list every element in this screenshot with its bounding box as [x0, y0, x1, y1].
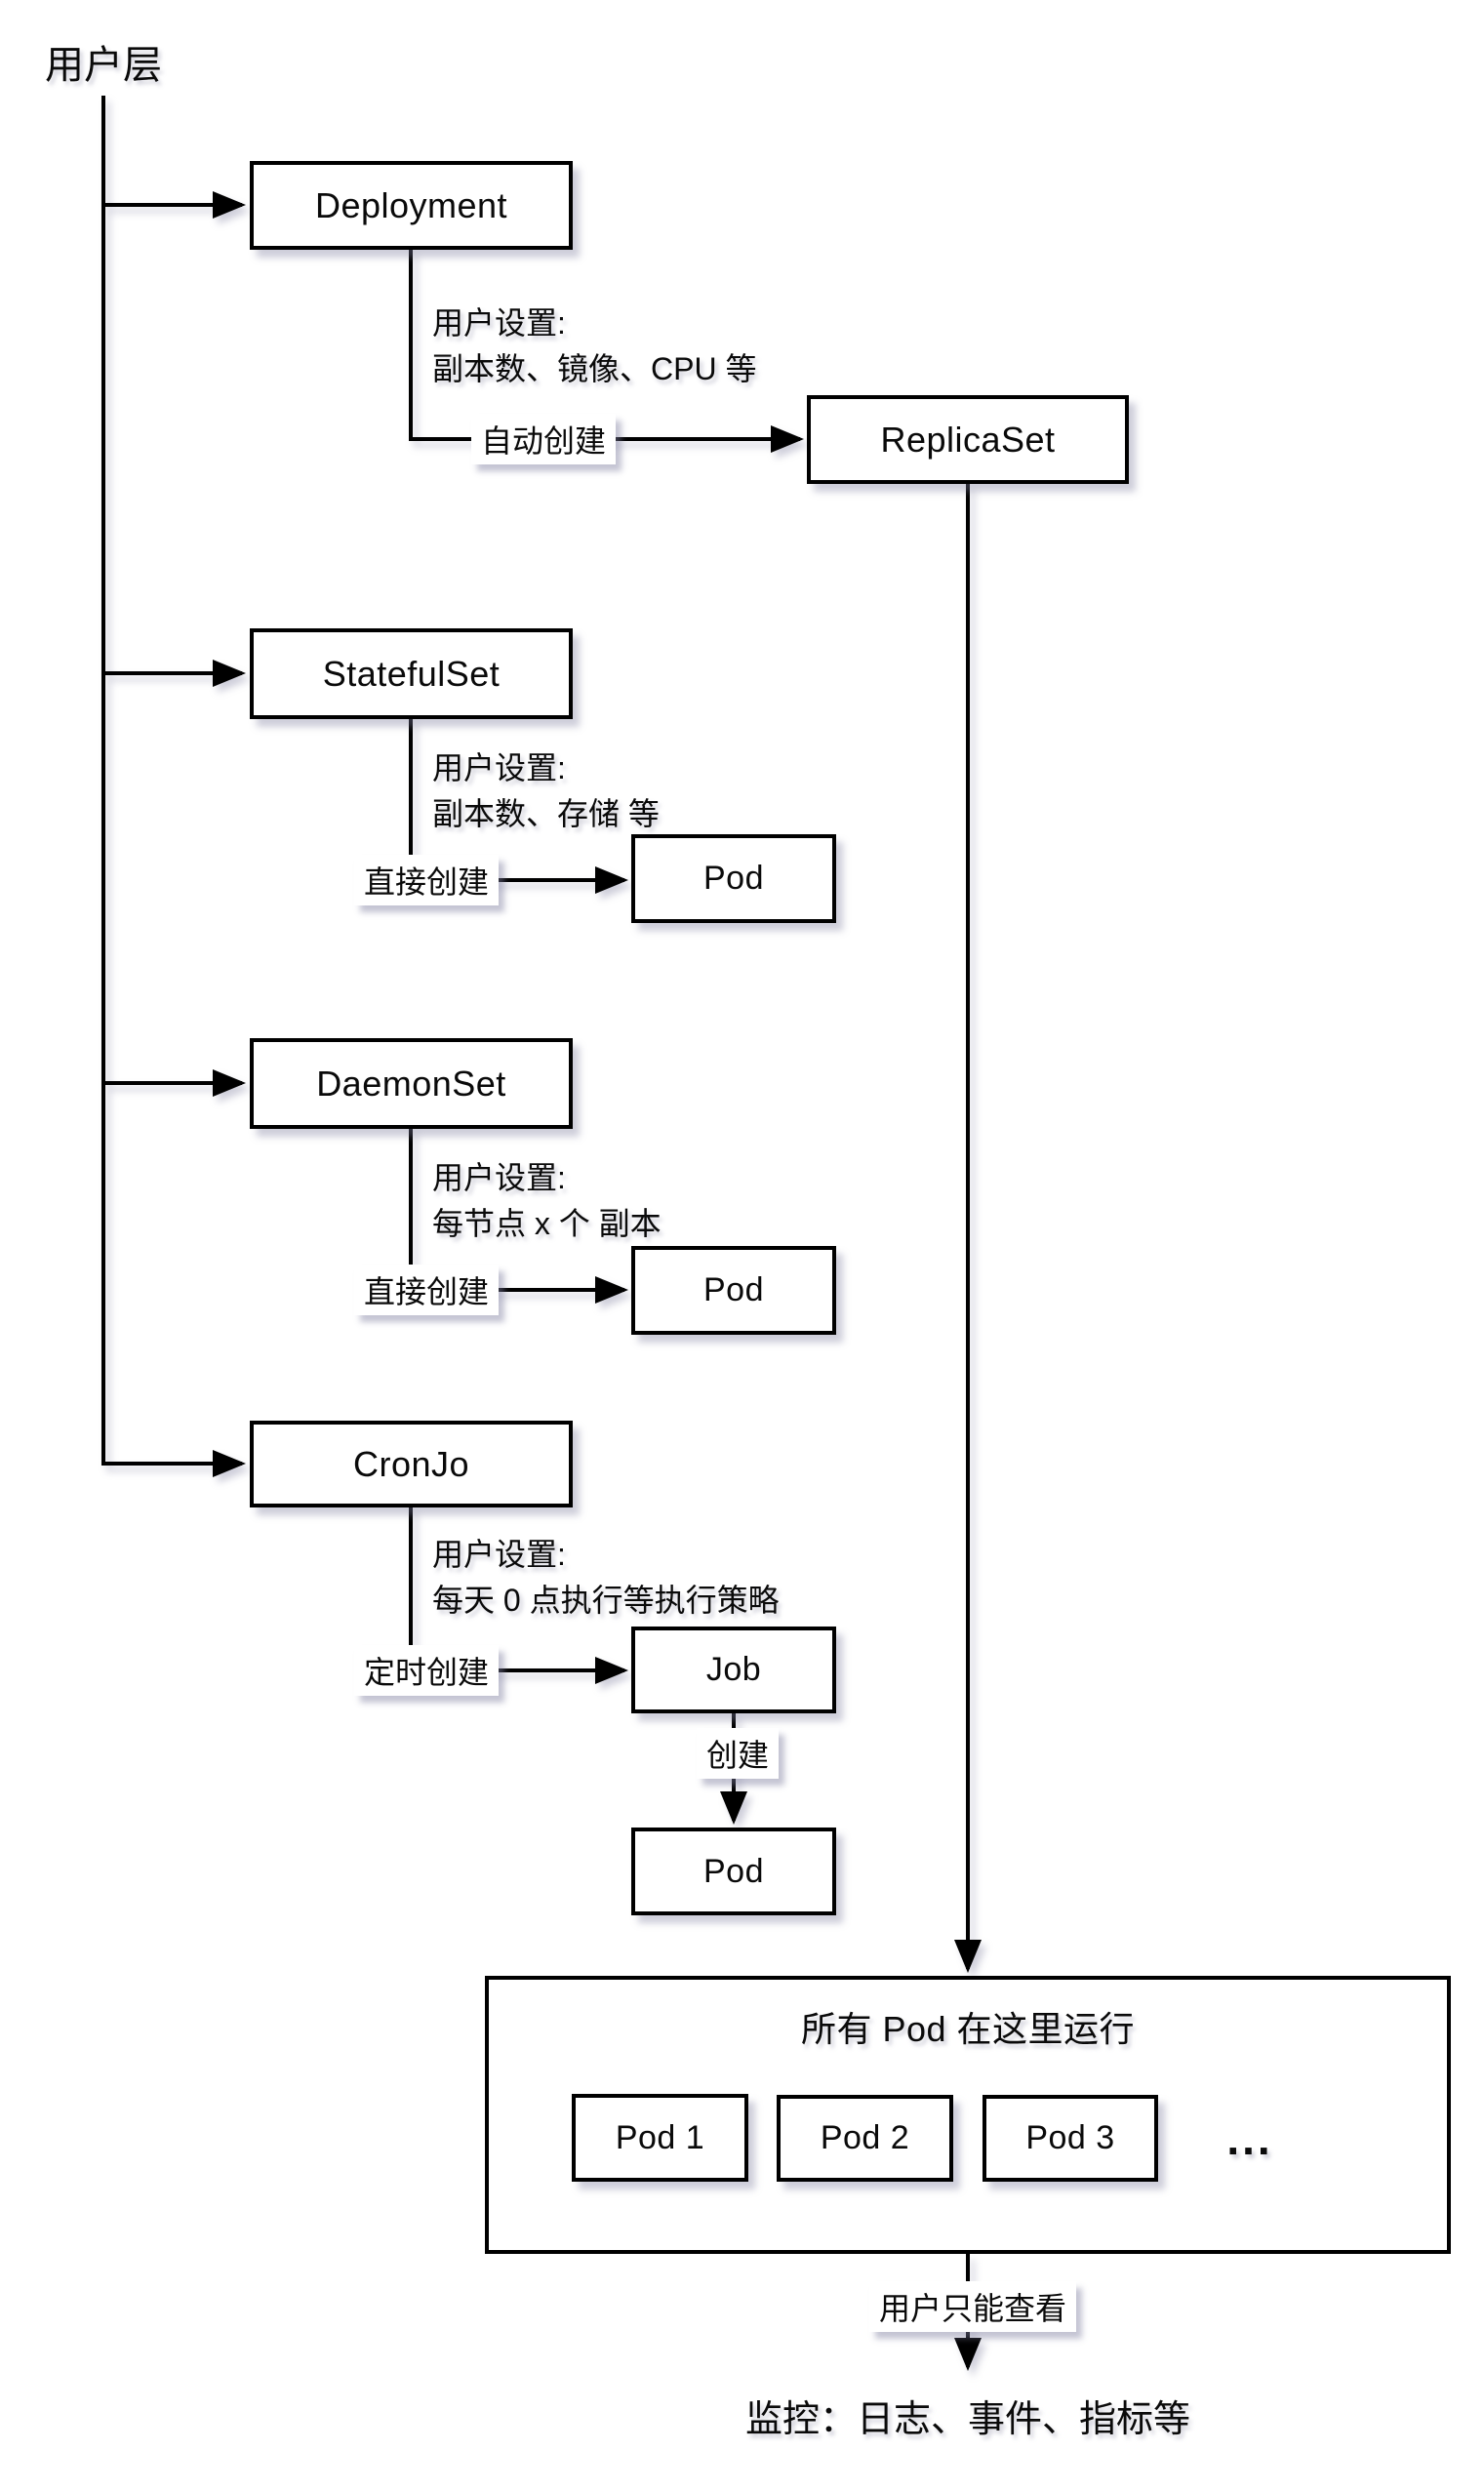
cluster-box: 所有 Pod 在这里运行 Pod 1 Pod 2 Pod 3 ...: [485, 1976, 1451, 2254]
edge-label-direct-create-statefulset: 直接创建: [353, 855, 500, 905]
annotation-line: 副本数、存储 等: [432, 796, 660, 831]
cluster-pod-1: Pod 1: [572, 2094, 748, 2182]
annotation-line: 用户设置:: [432, 1160, 566, 1195]
annotation-cronjob-settings: 用户设置: 每天 0 点执行等执行策略: [432, 1532, 780, 1624]
node-pod-statefulset: Pod: [631, 834, 836, 923]
node-statefulset: StatefulSet: [250, 628, 573, 719]
annotation-daemonset-settings: 用户设置: 每节点 x 个 副本: [432, 1155, 662, 1247]
annotation-line: 用户设置:: [432, 750, 566, 785]
cluster-title: 所有 Pod 在这里运行: [800, 2009, 1136, 2049]
edge-userlayer-trunk: [101, 96, 246, 1477]
node-pod-job: Pod: [631, 1828, 836, 1915]
node-pod-daemonset: Pod: [631, 1246, 836, 1335]
annotation-statefulset-settings: 用户设置: 副本数、存储 等: [432, 745, 660, 837]
node-daemonset: DaemonSet: [250, 1038, 573, 1129]
user-layer-label: 用户层: [45, 44, 162, 87]
annotation-deployment-settings: 用户设置: 副本数、镜像、CPU 等: [432, 301, 756, 392]
edge-label-timed-create: 定时创建: [353, 1645, 500, 1696]
annotation-line: 每节点 x 个 副本: [432, 1206, 662, 1241]
edge-label-direct-create-daemonset: 直接创建: [353, 1265, 500, 1315]
node-replicaset: ReplicaSet: [807, 395, 1129, 484]
annotation-line: 每天 0 点执行等执行策略: [432, 1583, 780, 1618]
annotation-line: 副本数、镜像、CPU 等: [432, 351, 757, 386]
node-job: Job: [631, 1627, 836, 1713]
node-deployment: Deployment: [250, 161, 573, 250]
monitoring-text: 监控：日志、事件、指标等: [744, 2399, 1190, 2440]
node-cronjob: CronJo: [250, 1421, 573, 1507]
annotation-line: 用户设置:: [432, 1537, 566, 1572]
cluster-pods-ellipsis: ...: [1226, 2112, 1273, 2164]
cluster-pod-3: Pod 3: [983, 2095, 1158, 2182]
annotation-line: 用户设置:: [432, 305, 566, 341]
edge-deployment-to-replicaset: [409, 250, 804, 453]
cluster-pod-2: Pod 2: [777, 2095, 953, 2182]
edge-label-view-only: 用户只能查看: [868, 2281, 1077, 2332]
edge-label-auto-create: 自动创建: [470, 414, 617, 464]
edge-label-create: 创建: [696, 1728, 780, 1779]
